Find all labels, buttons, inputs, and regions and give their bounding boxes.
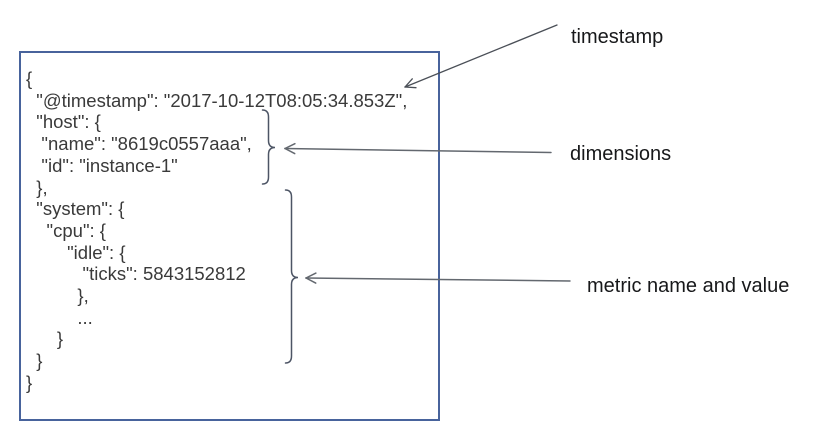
timestamp-label: timestamp <box>571 26 664 48</box>
json-code-block: { "@timestamp": "2017-10-12T08:05:34.853… <box>21 53 438 394</box>
json-code-line-cpu-open: "cpu": { <box>26 219 106 241</box>
json-code-line-idle-open: "idle": { <box>26 241 126 263</box>
json-code-line-open-root: { <box>26 68 33 89</box>
json-code-line-cpu-close: } <box>26 328 64 350</box>
json-code-line-host-close: }, <box>26 176 48 198</box>
metric-name-value-label: metric name and value <box>587 275 790 297</box>
json-code-line-host-open: "host": { <box>26 111 101 133</box>
dimensions-label: dimensions <box>570 143 672 165</box>
json-code-line-timestamp: "@timestamp": "2017-10-12T08:05:34.853Z"… <box>26 89 408 111</box>
json-code-line-idle-close: }, <box>26 285 89 307</box>
json-code-line-host-id: "id": "instance-1" <box>26 154 178 176</box>
json-code-line-close-root: } <box>26 371 33 393</box>
json-code-line-host-name: "name": "8619c0557aaa", <box>26 133 252 155</box>
json-document-box: { "@timestamp": "2017-10-12T08:05:34.853… <box>19 51 440 421</box>
json-code-line-system-open: "system": { <box>26 198 125 220</box>
json-code-line-system-close: } <box>26 350 43 372</box>
json-code-line-ellipsis: ... <box>26 306 93 328</box>
json-code-line-ticks: "ticks": 5843152812 <box>26 263 246 285</box>
